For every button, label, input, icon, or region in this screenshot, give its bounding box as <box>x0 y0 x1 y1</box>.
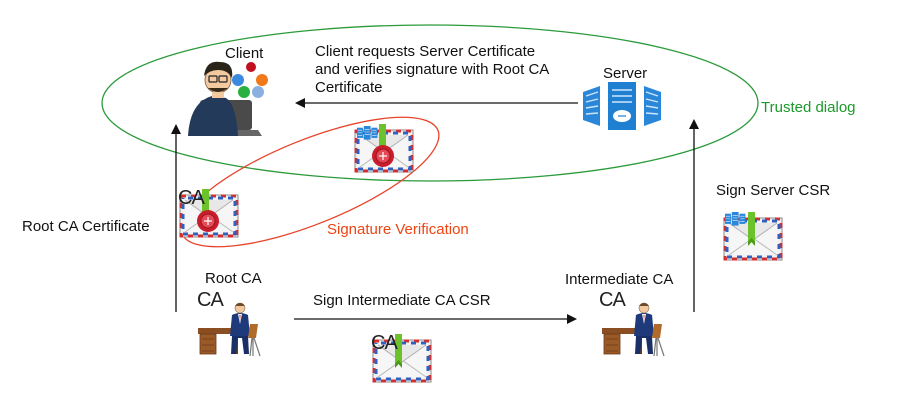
signature-verification-label: Signature Verification <box>327 221 469 238</box>
sign-server-csr-label: Sign Server CSR <box>716 182 831 199</box>
ca-mark-intermediate-ca: CA <box>599 289 626 311</box>
root-ca-certificate-label: Root CA Certificate <box>22 218 150 235</box>
sign-intermediate-csr-label: Sign Intermediate CA CSR <box>313 292 491 309</box>
client-label: Client <box>225 45 264 62</box>
intermediate-ca-label: Intermediate CA <box>565 271 674 288</box>
client-icon <box>188 60 268 136</box>
ca-mark-root-ca: CA <box>197 289 224 311</box>
trusted-dialog-ellipse <box>101 24 759 182</box>
request-text-line3: Certificate <box>315 79 383 96</box>
request-text-line2: and verifies signature with Root CA <box>315 61 550 78</box>
root-ca-label: Root CA <box>205 270 262 287</box>
request-text-line1: Client requests Server Certificate <box>315 43 536 60</box>
envelope-server-signed-icon <box>353 124 415 174</box>
envelope-server-csr-icon <box>722 211 784 262</box>
trusted-dialog-label: Trusted dialog <box>761 99 856 116</box>
ca-mark-root-cert: CA <box>178 187 205 209</box>
server-label: Server <box>603 65 648 82</box>
server-icon <box>583 82 661 130</box>
ca-mark-intermediate-csr: CA <box>371 332 398 354</box>
